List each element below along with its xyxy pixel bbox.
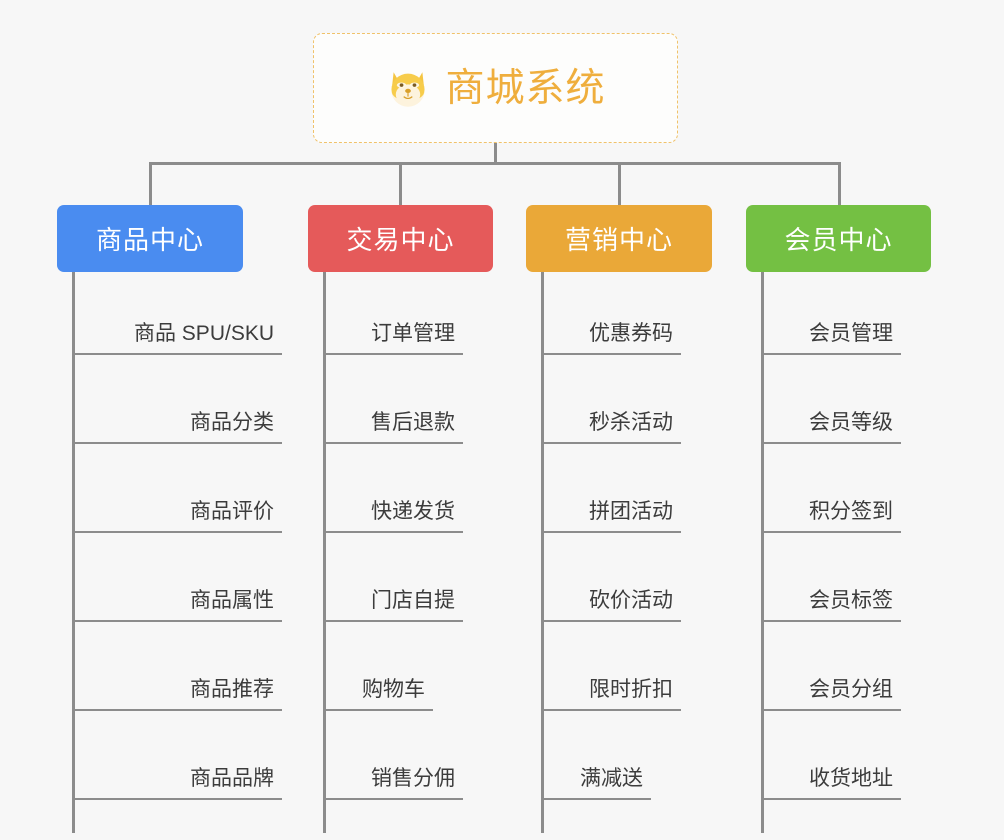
connector-drop-product-center	[149, 162, 152, 206]
list-item[interactable]: 销售分佣	[323, 711, 463, 800]
list-item-label: 销售分佣	[371, 766, 455, 790]
list-item[interactable]: 快递发货	[323, 444, 463, 533]
list-item-label: 售后退款	[371, 410, 455, 434]
connector-drop-marketing-center	[618, 162, 621, 206]
list-item[interactable]: 优惠券码	[541, 272, 681, 355]
list-item-label: 商品分类	[190, 410, 274, 434]
list-item[interactable]: 积分签到	[761, 444, 901, 533]
list-item[interactable]: 商品 SPU/SKU	[72, 272, 282, 355]
list-item[interactable]: 商品评价	[72, 444, 282, 533]
list-item-label: 商品 SPU/SKU	[133, 321, 274, 345]
list-item-label: 商品品牌	[190, 766, 274, 790]
root-node-title: 商城系统	[445, 66, 606, 110]
connector-drop-trade-center	[399, 162, 402, 206]
category-box-member-center[interactable]: 会员中心	[746, 205, 931, 272]
category-title: 营销中心	[564, 225, 673, 255]
list-item[interactable]: 商品品牌	[72, 711, 282, 800]
list-item[interactable]: 商品分类	[72, 355, 282, 444]
list-item-label: 会员等级	[809, 410, 893, 434]
list-item[interactable]: 购物车	[323, 622, 433, 711]
connector-horizontal-bus	[149, 162, 841, 165]
list-item-label: 快递发货	[371, 499, 455, 523]
list-item-label: 满减送	[580, 766, 643, 790]
category-title: 会员中心	[784, 225, 893, 255]
column-spine	[761, 272, 764, 833]
category-title: 商品中心	[95, 225, 204, 255]
category-title: 交易中心	[346, 225, 455, 255]
item-column-trade-center: 订单管理 售后退款 快递发货 门店自提 购物车 销售分佣	[323, 272, 463, 833]
item-column-member-center: 会员管理 会员等级 积分签到 会员标签 会员分组 收货地址	[761, 272, 901, 833]
list-item-label: 会员分组	[809, 677, 893, 701]
column-spine	[323, 272, 326, 833]
connector-drop-member-center	[838, 162, 841, 206]
list-item[interactable]: 商品推荐	[72, 622, 282, 711]
column-spine	[541, 272, 544, 833]
item-column-product-center: 商品 SPU/SKU 商品分类 商品评价 商品属性 商品推荐 商品品牌	[72, 272, 282, 833]
list-item-label: 商品评价	[190, 499, 274, 523]
item-column-marketing-center: 优惠券码 秒杀活动 拼团活动 砍价活动 限时折扣 满减送	[541, 272, 681, 833]
category-box-marketing-center[interactable]: 营销中心	[526, 205, 712, 272]
list-item[interactable]: 秒杀活动	[541, 355, 681, 444]
list-item-label: 优惠券码	[589, 321, 673, 345]
list-item-label: 拼团活动	[589, 499, 673, 523]
list-item[interactable]: 售后退款	[323, 355, 463, 444]
list-item[interactable]: 限时折扣	[541, 622, 681, 711]
list-item[interactable]: 订单管理	[323, 272, 463, 355]
category-box-trade-center[interactable]: 交易中心	[308, 205, 493, 272]
list-item-label: 商品属性	[190, 588, 274, 612]
list-item-label: 订单管理	[371, 321, 455, 345]
list-item-label: 门店自提	[371, 588, 455, 612]
list-item[interactable]: 会员等级	[761, 355, 901, 444]
list-item[interactable]: 会员管理	[761, 272, 901, 355]
column-spine	[72, 272, 75, 833]
list-item-label: 秒杀活动	[589, 410, 673, 434]
list-item[interactable]: 会员分组	[761, 622, 901, 711]
list-item-label: 购物车	[362, 677, 425, 701]
connector-root-stem	[494, 143, 497, 164]
list-item[interactable]: 满减送	[541, 711, 651, 800]
list-item[interactable]: 拼团活动	[541, 444, 681, 533]
list-item[interactable]: 门店自提	[323, 533, 463, 622]
list-item-label: 商品推荐	[190, 677, 274, 701]
list-item-label: 会员标签	[809, 588, 893, 612]
category-box-product-center[interactable]: 商品中心	[57, 205, 243, 272]
shiba-dog-icon	[391, 72, 426, 107]
list-item-label: 砍价活动	[589, 588, 673, 612]
list-item-label: 限时折扣	[589, 677, 673, 701]
list-item[interactable]: 砍价活动	[541, 533, 681, 622]
list-item-label: 收货地址	[809, 766, 893, 790]
list-item[interactable]: 收货地址	[761, 711, 901, 800]
root-node-shopping-mall-system[interactable]: 商城系统	[313, 33, 678, 143]
list-item-label: 会员管理	[809, 321, 893, 345]
list-item-label: 积分签到	[809, 499, 893, 523]
list-item[interactable]: 商品属性	[72, 533, 282, 622]
list-item[interactable]: 会员标签	[761, 533, 901, 622]
